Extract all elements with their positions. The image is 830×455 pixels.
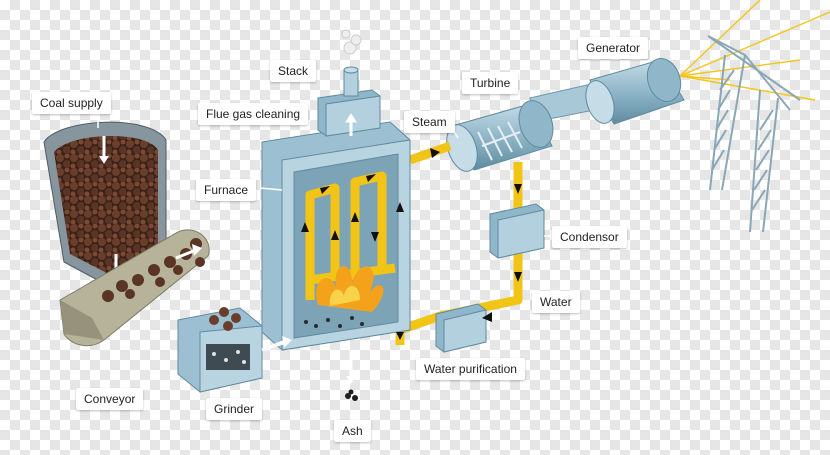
furnace-flame: [316, 266, 384, 312]
label-coal-supply: Coal supply: [32, 92, 111, 114]
label-water-purification: Water purification: [416, 358, 525, 380]
label-generator: Generator: [578, 37, 649, 59]
flow-arrows: [301, 148, 522, 340]
label-steam: Steam: [404, 111, 455, 133]
transmission-tower: [707, 35, 801, 233]
power-lines: [679, 0, 830, 101]
label-furnace: Furnace: [196, 179, 257, 201]
label-water: Water: [532, 291, 580, 313]
label-stack: Stack: [270, 60, 317, 82]
label-flue-gas-cleaning: Flue gas cleaning: [198, 103, 309, 125]
label-grinder: Grinder: [206, 398, 263, 420]
label-ash: Ash: [334, 420, 371, 442]
label-conveyor: Conveyor: [76, 388, 144, 410]
flue-gas-cleaning-unit: [317, 89, 381, 137]
conveyor: [59, 229, 210, 347]
turbine: [446, 100, 554, 172]
label-turbine: Turbine: [462, 72, 519, 94]
condensor: [489, 203, 545, 259]
stack: [341, 29, 362, 97]
coal-silo: [43, 121, 167, 293]
ash-chute: [345, 350, 358, 401]
grinder: [177, 307, 292, 393]
label-condensor: Condensor: [552, 226, 627, 248]
generator: [585, 58, 685, 125]
water-purification-unit: [435, 303, 487, 353]
